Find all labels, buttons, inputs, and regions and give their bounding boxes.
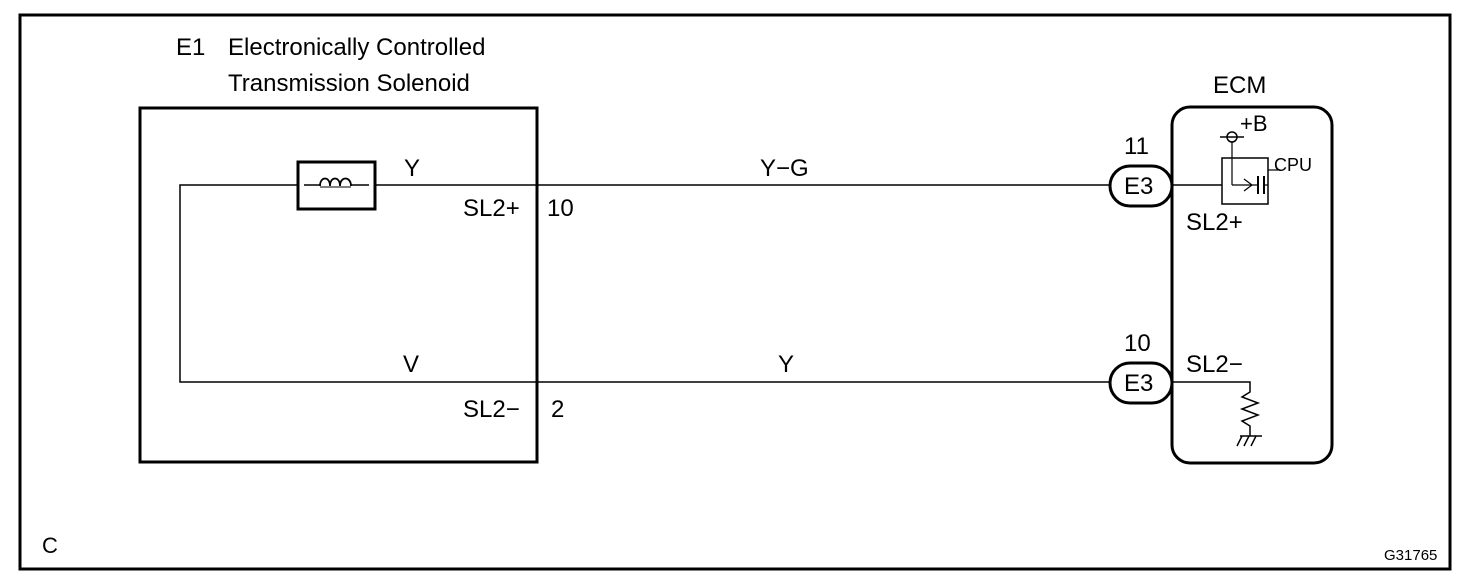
pin-minus-label: SL2− (463, 396, 520, 423)
lower-wire-color: Y (778, 351, 794, 378)
solenoid-wire-color: Y (404, 155, 420, 182)
lower-signal-label: SL2− (1186, 351, 1243, 378)
solenoid-internal-loop (179, 184, 537, 383)
component-code: E1 (176, 34, 205, 61)
ecm-title: ECM (1213, 72, 1266, 99)
ecm-box (1170, 105, 1334, 465)
power-supply-icon (1220, 131, 1244, 143)
pin-plus-number: 10 (547, 195, 574, 222)
return-wire-color: V (403, 351, 419, 378)
supply-label: +B (1240, 111, 1268, 136)
pin-minus-number: 2 (551, 396, 564, 423)
upper-signal-label: SL2+ (1186, 209, 1243, 236)
solenoid-coil-icon (296, 160, 377, 211)
lower-pin-number: 10 (1124, 330, 1151, 357)
section-letter: C (42, 533, 58, 558)
upper-connector-e3 (1108, 164, 1174, 208)
resistor-ground-icon (1172, 381, 1262, 447)
pin-plus-label: SL2+ (463, 195, 520, 222)
upper-pin-number: 11 (1124, 133, 1149, 160)
diagram-frame (18, 13, 1452, 571)
lower-connector-e3 (1108, 361, 1174, 405)
lower-connector-label: E3 (1124, 370, 1153, 397)
cpu-label: CPU (1274, 155, 1312, 175)
component-title-line2: Transmission Solenoid (228, 70, 470, 97)
solenoid-component-box (138, 106, 539, 464)
component-title-line1: Electronically Controlled (228, 34, 485, 61)
upper-wire-color: Y−G (760, 155, 809, 182)
figure-code: G31765 (1384, 547, 1437, 564)
upper-connector-label: E3 (1124, 173, 1153, 200)
transistor-driver-icon (1221, 142, 1278, 205)
